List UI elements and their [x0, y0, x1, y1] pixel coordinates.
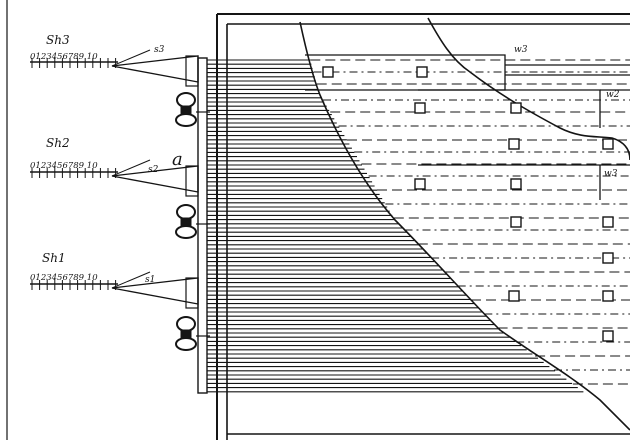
cut-boundary-curve [299, 21, 630, 431]
lever-bracket [185, 165, 199, 197]
scale-label-sh3: Sh3 [46, 33, 70, 47]
key-knob-base [175, 113, 197, 127]
slider-block [602, 216, 614, 228]
slider-block [508, 290, 520, 302]
wire-label-low: w3 [604, 169, 618, 179]
lever-pointer [111, 49, 151, 67]
scale-digits-sh1: 0123456789 10 [30, 273, 98, 283]
slider-block [414, 178, 426, 190]
scale-label-sh2: Sh2 [46, 136, 70, 150]
lever-wedge [111, 55, 199, 83]
lever-label-s2: s2 [148, 165, 159, 175]
slider-block [508, 138, 520, 150]
key-knob-top [176, 92, 196, 108]
scale-digits-sh3: 0123456789 10 [30, 52, 98, 62]
slider-block [602, 138, 614, 150]
lever-pointer [111, 271, 151, 289]
lever-bracket [185, 277, 199, 309]
center-mark-a: a [172, 149, 183, 170]
lever-label-s3: s3 [154, 45, 165, 55]
scale-digits-sh2: 0123456789 10 [30, 161, 98, 171]
key-carrier-bar [197, 57, 208, 394]
wire-label-mid: w2 [606, 90, 620, 100]
slider-block [602, 252, 614, 264]
slider-blocks [322, 66, 614, 342]
upper-boundary-curve [427, 17, 630, 161]
key-knob-base [175, 225, 197, 239]
lever-bracket [185, 55, 199, 87]
register-3 [30, 49, 210, 127]
wire-label-top: w3 [514, 45, 528, 55]
slider-block [510, 102, 522, 114]
slider-block [322, 66, 334, 78]
hatched-rods [207, 59, 584, 393]
slider-block [416, 66, 428, 78]
slider-block [414, 102, 426, 114]
key-knob-top [176, 204, 196, 220]
slider-block [602, 290, 614, 302]
bracket-outlines [305, 54, 630, 200]
registers [30, 49, 210, 351]
scale-label-sh1: Sh1 [42, 251, 66, 265]
dashed-rods [310, 59, 630, 385]
register-1 [30, 271, 210, 351]
slider-block [510, 178, 522, 190]
slider-block [602, 330, 614, 342]
key-knob-top [176, 316, 196, 332]
key-knob-base [175, 337, 197, 351]
register-2 [30, 159, 210, 239]
lever-pointer [111, 159, 151, 177]
lever-label-s1: s1 [145, 275, 155, 285]
slider-block [510, 216, 522, 228]
